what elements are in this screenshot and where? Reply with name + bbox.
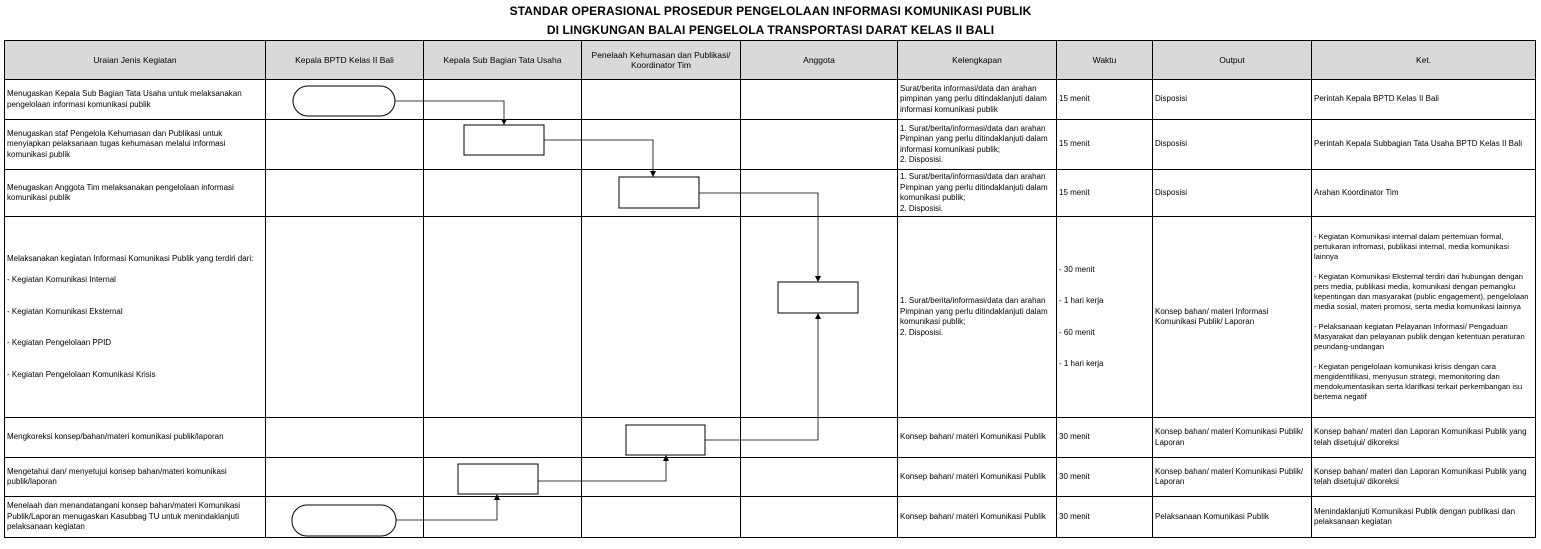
kelengkapan-cell: Konsep bahan/ materi Komunikasi Publik	[897, 417, 1057, 458]
header-penelaah: Penelaah Kehumasan dan Publikasi/ Koordi…	[581, 40, 741, 80]
lane-kasubbag	[423, 119, 582, 170]
header-kasubbag: Kepala Sub Bagian Tata Usaha	[423, 40, 582, 80]
lane-anggota	[740, 457, 898, 497]
header-anggota: Anggota	[740, 40, 898, 80]
kelengkapan-cell: Konsep bahan/ materi Komunikasi Publik	[897, 457, 1057, 497]
kegiatan-cell: Mengkoreksi konsep/bahan/materi komunika…	[4, 417, 266, 458]
ket-cell: Perintah Kepala BPTD Kelas II Bali	[1311, 79, 1536, 120]
lane-anggota	[740, 417, 898, 458]
header-kegiatan: Uraian Jenis Kegiatan	[4, 40, 266, 80]
kegiatan-cell: Menelaah dan menandatangani konsep bahan…	[4, 496, 266, 538]
lane-penelaah	[581, 457, 741, 497]
lane-penelaah	[581, 417, 741, 458]
kegiatan-cell: Melaksanakan kegiatan Informasi Komunika…	[4, 216, 266, 418]
ket-cell: Arahan Koordinator Tim	[1311, 169, 1536, 217]
header-kelengkapan: Kelengkapan	[897, 40, 1057, 80]
waktu-cell: 15 menit	[1056, 79, 1153, 120]
waktu-cell: 15 menit	[1056, 169, 1153, 217]
lane-penelaah	[581, 216, 741, 418]
lane-kepala	[265, 216, 424, 418]
output-cell: Konsep bahan/ materi Komunikasi Publik/ …	[1152, 457, 1312, 497]
output-cell: Disposisi	[1152, 119, 1312, 170]
table-row: Melaksanakan kegiatan Informasi Komunika…	[4, 216, 1536, 418]
waktu-cell: 30 menit	[1056, 496, 1153, 538]
header-kepala: Kepala BPTD Kelas II Bali	[265, 40, 424, 80]
document-title-line-1: STANDAR OPERASIONAL PROSEDUR PENGELOLAAN…	[509, 4, 1032, 18]
lane-kasubbag	[423, 496, 582, 538]
lane-anggota	[740, 496, 898, 538]
kegiatan-cell: Menugaskan Anggota Tim melaksanakan peng…	[4, 169, 266, 217]
sop-table: Uraian Jenis Kegiatan Kepala BPTD Kelas …	[4, 40, 1536, 538]
table-row: Menelaah dan menandatangani konsep bahan…	[4, 496, 1536, 538]
ket-cell: - Kegiatan Komunikasi internal dalam per…	[1311, 216, 1536, 418]
lane-kasubbag	[423, 169, 582, 217]
lane-penelaah	[581, 496, 741, 538]
kelengkapan-wrap: 1. Surat/berita/informasi/data dan araha…	[897, 119, 1057, 170]
output-cell: Disposisi	[1152, 79, 1312, 120]
lane-kasubbag	[423, 79, 582, 120]
kelengkapan-cell: Konsep bahan/ materi Komunikasi Publik	[897, 496, 1057, 538]
header-ket: Ket.	[1311, 40, 1536, 80]
table-row: Menugaskan Kepala Sub Bagian Tata Usaha …	[4, 79, 1536, 120]
lane-anggota	[740, 169, 898, 217]
output-cell: Pelaksanaan Komunikasi Publik	[1152, 496, 1312, 538]
lane-kasubbag	[423, 417, 582, 458]
ket-cell: Perintah Kepala Subbagian Tata Usaha BPT…	[1311, 119, 1536, 170]
table-row: Menugaskan staf Pengelola Kehumasan dan …	[4, 119, 1536, 170]
lane-penelaah	[581, 169, 741, 217]
table-row: Mengkoreksi konsep/bahan/materi komunika…	[4, 417, 1536, 458]
waktu-cell: 30 menit	[1056, 417, 1153, 458]
lane-kepala	[265, 417, 424, 458]
lane-kepala	[265, 496, 424, 538]
header-output: Output	[1152, 40, 1312, 80]
lane-penelaah	[581, 119, 741, 170]
kegiatan-cell: Menugaskan staf Pengelola Kehumasan dan …	[4, 119, 266, 170]
ket-cell: Konsep bahan/ materi dan Laporan Komunik…	[1311, 457, 1536, 497]
waktu-cell: - 30 menit - 1 hari kerja - 60 menit - 1…	[1056, 216, 1153, 418]
lane-kepala	[265, 457, 424, 497]
lane-kepala	[265, 79, 424, 120]
lane-anggota	[740, 216, 898, 418]
lane-penelaah	[581, 79, 741, 120]
lane-anggota	[740, 79, 898, 120]
kelengkapan-cell: 1. Surat/berita/informasi/data dan araha…	[897, 216, 1057, 418]
lane-anggota	[740, 119, 898, 170]
output-cell: Konsep bahan/ materi Informasi Komunikas…	[1152, 216, 1312, 418]
lane-kasubbag	[423, 216, 582, 418]
lane-kasubbag	[423, 457, 582, 497]
table-row: Menugaskan Anggota Tim melaksanakan peng…	[4, 169, 1536, 217]
output-cell: Disposisi	[1152, 169, 1312, 217]
table-row: Mengetahui dan/ menyetujui konsep bahan/…	[4, 457, 1536, 497]
ket-cell: Konsep bahan/ materi dan Laporan Komunik…	[1311, 417, 1536, 458]
kelengkapan-wrap: 1. Surat/berita/informasi/data dan araha…	[897, 169, 1057, 217]
lane-kepala	[265, 169, 424, 217]
waktu-cell: 30 menit	[1056, 457, 1153, 497]
kelengkapan-cell: 1. Surat/berita/informasi/data dan araha…	[900, 172, 1048, 213]
document-title-line-2: DI LINGKUNGAN BALAI PENGELOLA TRANSPORTA…	[546, 23, 995, 37]
lane-kepala	[265, 119, 424, 170]
ket-cell: Menindaklanjuti Komunikasi Publik dengan…	[1311, 496, 1536, 538]
kelengkapan-cell: 1. Surat/berita/informasi/data dan araha…	[900, 123, 1048, 165]
header-row: Uraian Jenis Kegiatan Kepala BPTD Kelas …	[4, 40, 1536, 80]
waktu-cell: 15 menit	[1056, 119, 1153, 170]
kegiatan-cell: Mengetahui dan/ menyetujui konsep bahan/…	[4, 457, 266, 497]
output-cell: Konsep bahan/ materi Komunikasi Publik/ …	[1152, 417, 1312, 458]
kelengkapan-cell: Surat/berita informasi/data dan arahan p…	[897, 79, 1057, 120]
header-waktu: Waktu	[1056, 40, 1153, 80]
kegiatan-cell: Menugaskan Kepala Sub Bagian Tata Usaha …	[4, 79, 266, 120]
